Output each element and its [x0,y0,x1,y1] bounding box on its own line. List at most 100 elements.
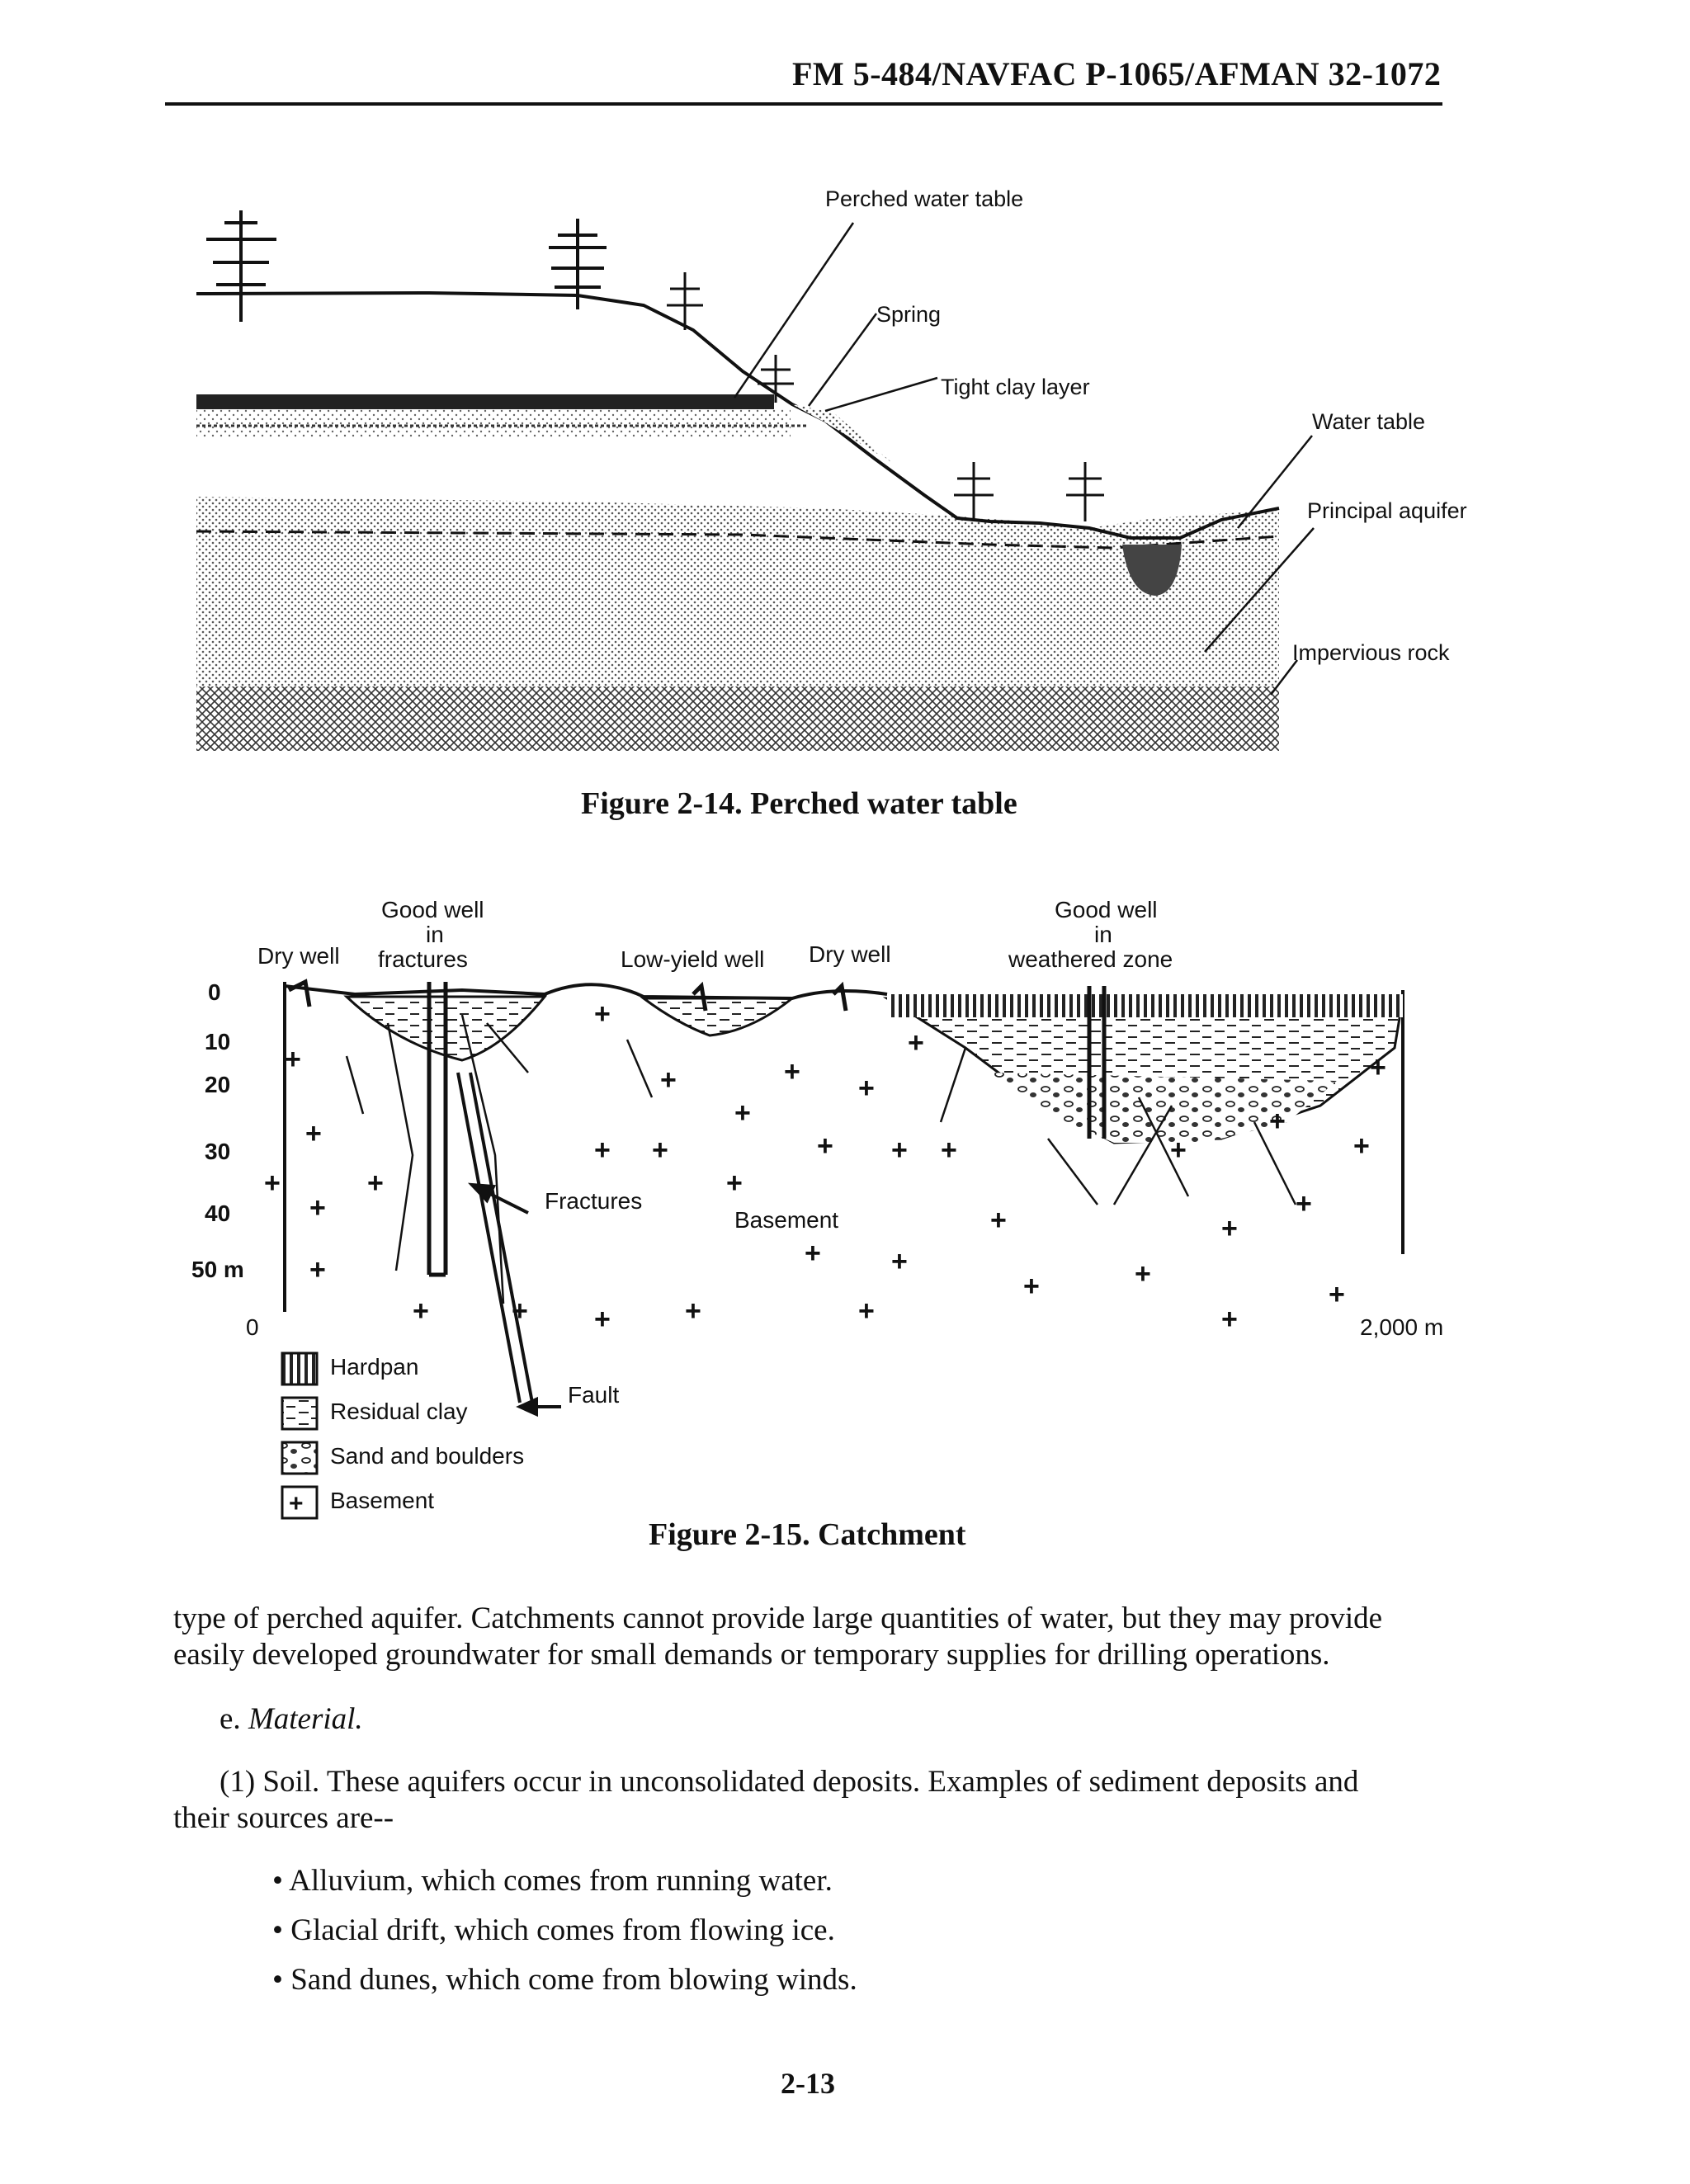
label-principal-aquifer: Principal aquifer [1307,498,1467,523]
svg-text:+: + [858,1073,875,1104]
depth-axis: 0 10 20 30 40 50 m [191,979,244,1282]
depth-tick: 30 [205,1139,230,1164]
stream-channel [1122,545,1182,596]
label-dry-well-1: Dry well [257,943,340,969]
well-casing [287,979,1107,1277]
svg-text:+: + [726,1167,743,1199]
residual-clay-basin-2 [640,997,796,1037]
svg-text:+: + [891,1134,908,1166]
depth-tick: 10 [205,1029,230,1054]
label-low-yield-well: Low-yield well [621,946,764,972]
label-good-well-fractures-2: in [426,922,444,947]
svg-text:+: + [1296,1188,1312,1219]
label-basement: Basement [734,1207,838,1233]
x-tick-origin: 0 [246,1314,259,1340]
svg-text:+: + [908,1027,924,1059]
svg-text:+: + [1023,1271,1040,1302]
svg-text:+: + [1329,1279,1345,1310]
label-fractures: Fractures [545,1188,642,1214]
paragraph-line: type of perched aquifer. Catchments cann… [173,1601,1383,1635]
label-good-well-fractures-1: Good well [381,897,484,922]
label-perched-water-table: Perched water table [825,186,1023,211]
svg-text:+: + [784,1056,800,1087]
paragraph-line: easily developed groundwater for small d… [173,1638,1330,1672]
svg-text:+: + [734,1097,751,1129]
perched-aquifer-layer [196,409,791,437]
figure-2-15-caption: Figure 2-15. Catchment [649,1517,966,1552]
page-number: 2-13 [781,2067,835,2100]
svg-text:+: + [367,1167,384,1199]
label-spring: Spring [876,302,941,327]
legend-label: Residual clay [330,1399,468,1424]
svg-text:+: + [1221,1213,1238,1244]
legend-label: Hardpan [330,1354,418,1380]
legend-swatch-residual-clay [281,1396,319,1431]
svg-text:+: + [685,1295,701,1327]
svg-text:+: + [941,1134,957,1166]
depth-tick: 40 [205,1200,230,1226]
legend-swatch-sand-boulders [281,1441,319,1475]
svg-text:+: + [817,1130,833,1162]
section-marker: e. [220,1702,241,1736]
svg-text:+: + [1170,1134,1187,1166]
tree-icon [954,462,994,520]
svg-text:+: + [1353,1130,1370,1162]
svg-text:+: + [512,1295,528,1327]
tree-icon [1066,462,1104,521]
paragraph-line: (1) Soil. These aquifers occur in uncons… [220,1765,1359,1799]
tree-icon [206,210,276,322]
svg-text:+: + [990,1205,1007,1236]
legend-label: Basement [330,1488,434,1513]
svg-text:+: + [309,1254,326,1285]
svg-text:+: + [285,1044,301,1075]
ground-profile [284,983,888,1001]
tight-clay-layer [196,394,774,409]
svg-text:+: + [1269,1106,1286,1137]
svg-text:+: + [805,1238,821,1269]
tree-icon [758,355,794,403]
svg-text:+: + [289,1490,304,1517]
principal-aquifer-layer [196,497,1279,686]
svg-text:+: + [1370,1052,1386,1083]
fault-arrow [516,1396,561,1417]
hardpan-layer [887,994,1403,1017]
paragraph-line: their sources are-- [173,1801,394,1835]
svg-text:+: + [594,998,611,1030]
label-good-well-weathered-1: Good well [1055,897,1158,922]
fault-line [456,1072,534,1403]
label-dry-well-2: Dry well [809,941,891,967]
list-item-text: Sand dunes, which come from blowing wind… [290,1963,857,1997]
basement-plus-marks: +++ +++ +++ +++ +++ +++ +++ +++ +++ +++ … [264,998,1386,1335]
svg-text:+: + [660,1064,677,1096]
depth-tick: 0 [208,979,221,1005]
ground-surface [196,290,1280,540]
svg-text:+: + [264,1167,281,1199]
figure-2-15-diagram: +++ +++ +++ +++ +++ +++ +++ +++ +++ +++ … [191,897,1443,1520]
legend-swatch-hardpan [281,1351,319,1386]
svg-text:+: + [1135,1258,1151,1290]
tree-icon [667,272,703,330]
section-heading: e. Material. [220,1700,363,1739]
basement-block [283,982,1404,1312]
figure-2-14-caption: Figure 2-14. Perched water table [581,786,1017,821]
list-item: • Alluvium, which comes from running wat… [272,1864,833,1898]
label-fault: Fault [568,1382,619,1408]
svg-text:+: + [891,1246,908,1277]
svg-text:+: + [413,1295,429,1327]
label-tight-clay-layer: Tight clay layer [941,375,1090,399]
svg-text:+: + [594,1304,611,1335]
legend-swatch-basement [281,1485,319,1520]
sand-boulders-zone [990,1073,1337,1143]
svg-text:+: + [1221,1304,1238,1335]
depth-tick: 20 [205,1072,230,1097]
svg-text:+: + [858,1295,875,1327]
fracture-lines [345,1014,1297,1304]
list-item-text: Alluvium, which comes from running water… [289,1864,833,1898]
tree-icon [549,219,607,309]
list-item: • Glacial drift, which comes from flowin… [272,1913,835,1947]
x-tick-end: 2,000 m [1360,1314,1443,1340]
depth-tick: 50 m [191,1257,244,1282]
label-good-well-fractures-3: fractures [378,946,468,972]
figure-2-14-diagram: Perched water table Spring Tight clay la… [196,186,1467,751]
